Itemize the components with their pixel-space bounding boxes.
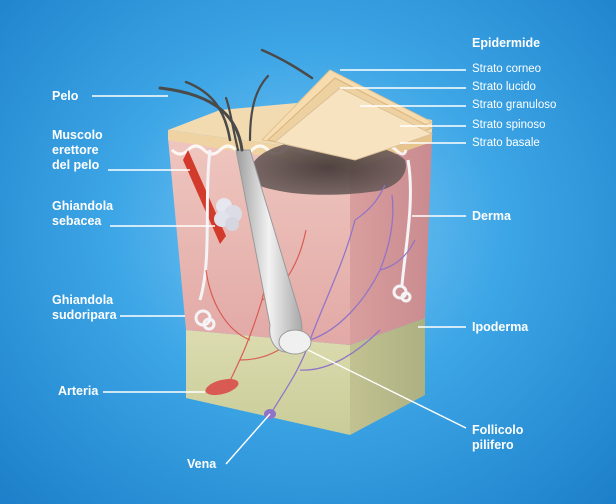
label-strato-basale: Strato basale <box>472 136 540 150</box>
label-derma: Derma <box>472 209 511 224</box>
label-arteria: Arteria <box>58 384 98 399</box>
label-vena: Vena <box>187 457 216 472</box>
label-strato-lucido: Strato lucido <box>472 80 536 94</box>
label-follicolo-pilifero: Follicolo pilifero <box>472 423 523 453</box>
label-strato-corneo: Strato corneo <box>472 62 541 76</box>
label-muscolo-erettore: Muscolo erettore del pelo <box>52 128 103 173</box>
label-strato-granuloso: Strato granuloso <box>472 98 556 112</box>
label-ipoderma: Ipoderma <box>472 320 528 335</box>
label-strato-spinoso: Strato spinoso <box>472 118 546 132</box>
label-epidermide: Epidermide <box>472 36 540 51</box>
label-pelo: Pelo <box>52 89 78 104</box>
label-ghiandola-sebacea: Ghiandola sebacea <box>52 199 113 229</box>
label-ghiandola-sudoripara: Ghiandola sudoripara <box>52 293 117 323</box>
